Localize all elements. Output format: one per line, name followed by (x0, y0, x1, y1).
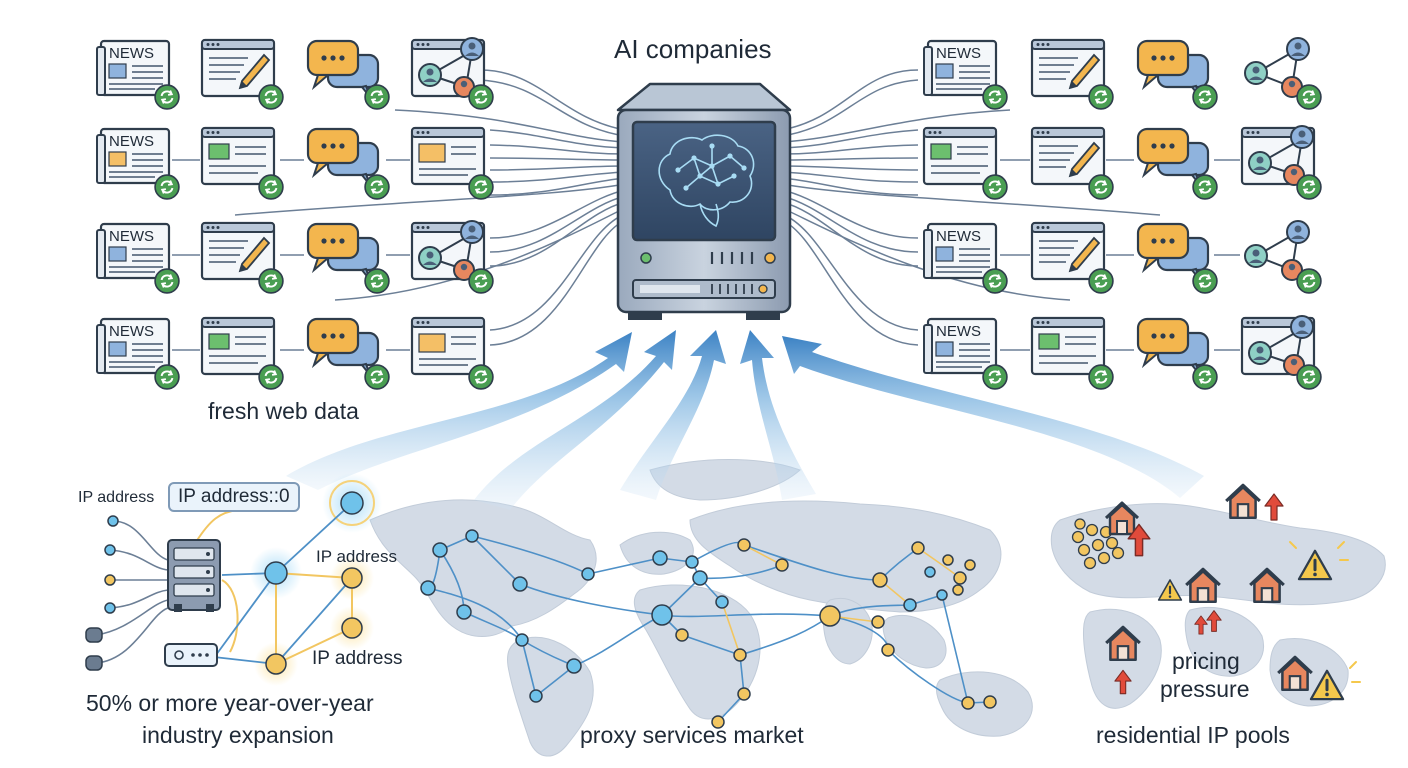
sync-icon (982, 174, 1008, 200)
fresh-web-data-label: fresh web data (208, 398, 359, 424)
news-icon (95, 222, 171, 280)
data-connection-curves (234, 69, 1161, 346)
chat-icon (306, 222, 380, 282)
news-icon (922, 317, 998, 375)
web-page-icon (200, 126, 276, 186)
sync-icon (364, 364, 390, 390)
news-icon (95, 127, 171, 185)
sync-icon (154, 84, 180, 110)
sync-icon (364, 268, 390, 294)
sync-icon (1192, 84, 1218, 110)
page-title: AI companies (614, 34, 772, 64)
sync-icon (1088, 268, 1114, 294)
web-page-icon (922, 126, 998, 186)
right-source-grid (922, 37, 1322, 390)
sync-icon (154, 364, 180, 390)
sync-icon (468, 84, 494, 110)
sync-icon (468, 364, 494, 390)
proxy-network (420, 529, 997, 729)
sync-icon (1296, 174, 1322, 200)
left-source-grid (95, 37, 494, 390)
sync-icon (468, 174, 494, 200)
sync-icon (1192, 364, 1218, 390)
network-users-icon (1244, 220, 1310, 281)
data-flow-beams (286, 330, 1204, 510)
ip-address-label: IP address (312, 648, 403, 669)
ip-address-box: IP address::0 (168, 482, 300, 512)
sync-icon (468, 268, 494, 294)
ai-server (616, 82, 792, 320)
sync-icon (1296, 364, 1322, 390)
router-icon (164, 643, 218, 667)
news-icon (922, 222, 998, 280)
sync-icon (364, 174, 390, 200)
article-edit-icon (200, 221, 276, 281)
growth-label: 50% or more year-over-year (86, 690, 374, 716)
pricing-label: pricing (1172, 648, 1240, 674)
sync-icon (982, 364, 1008, 390)
beam-arrow-1 (286, 332, 632, 490)
sync-icon (982, 84, 1008, 110)
chat-icon (1136, 317, 1210, 377)
ip-address-label: IP address (78, 489, 155, 506)
sync-icon (1192, 174, 1218, 200)
sync-icon (1088, 174, 1114, 200)
sync-icon (258, 84, 284, 110)
arrow-up-icon (1264, 493, 1284, 521)
chat-icon (306, 317, 380, 377)
news-icon (95, 317, 171, 375)
chat-icon (306, 127, 380, 187)
news-icon (922, 39, 998, 97)
network-users-icon (1244, 37, 1310, 98)
sync-icon (1192, 268, 1218, 294)
ip-address-label: IP address (316, 547, 397, 566)
beam-arrow-5 (782, 336, 1204, 498)
sync-icon (258, 268, 284, 294)
sync-icon (1088, 364, 1114, 390)
brain-icon (658, 134, 755, 228)
web-page-icon (1030, 316, 1106, 376)
server-icon (167, 539, 221, 612)
article-edit-icon (1030, 221, 1106, 281)
sync-icon (364, 84, 390, 110)
sync-icon (154, 174, 180, 200)
residential-pools (1071, 483, 1361, 701)
sync-icon (258, 364, 284, 390)
growth-label: industry expansion (142, 722, 334, 748)
sync-icon (982, 268, 1008, 294)
sync-icon (258, 174, 284, 200)
sync-icon (154, 268, 180, 294)
proxy-market-label: proxy services market (580, 722, 804, 748)
sync-icon (1088, 84, 1114, 110)
web-page-icon (410, 126, 486, 186)
sync-icon (1296, 84, 1322, 110)
beam-arrow-3 (620, 330, 726, 500)
residential-pools-label: residential IP pools (1096, 722, 1290, 748)
ip-network (85, 473, 382, 686)
house-icon (1224, 483, 1262, 520)
chat-icon (1136, 127, 1210, 187)
news-icon (95, 39, 171, 97)
web-page-icon (410, 316, 486, 376)
web-page-icon (200, 316, 276, 376)
article-edit-icon (1030, 126, 1106, 186)
ip-cluster (1071, 518, 1125, 570)
pricing-label: pressure (1160, 676, 1250, 702)
beam-arrow-4 (740, 330, 816, 500)
sync-icon (1296, 268, 1322, 294)
beam-arrow-2 (474, 330, 676, 510)
